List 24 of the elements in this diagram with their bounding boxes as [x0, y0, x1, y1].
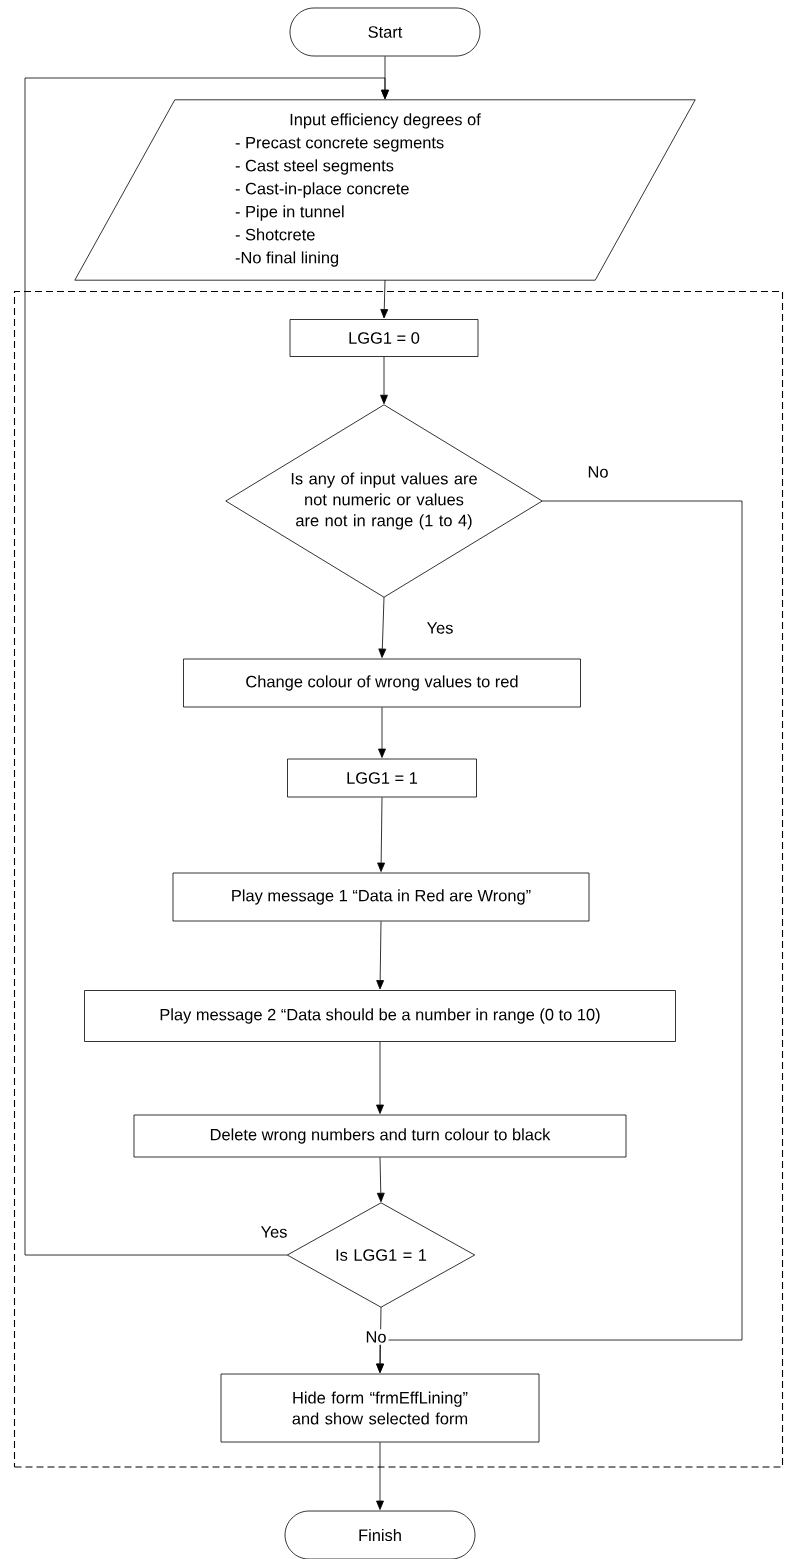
arrow — [376, 1157, 385, 1203]
arrow — [380, 279, 389, 319]
edge-label: No — [585, 464, 611, 480]
arrow — [376, 500, 743, 1373]
edge-label: Yes — [424, 620, 456, 636]
arrow — [24, 77, 389, 1256]
arrow — [376, 921, 385, 990]
arrow — [377, 797, 386, 872]
arrow — [376, 1041, 384, 1114]
input-parallelogram: Input efficiency degrees of - Precast concrete segments - Cast steel segments - Cast-in-place concrete - Pipe in tunnel - Shotcrete -No final lining — [74, 99, 696, 281]
arrow — [378, 596, 387, 658]
arrow — [376, 1442, 384, 1510]
arrow — [378, 707, 386, 758]
process-box: LGG1 = 0 — [289, 319, 479, 357]
process-box: Change colour of wrong values to red — [183, 658, 581, 708]
process-box: Delete wrong numbers and turn colour to black — [133, 1114, 627, 1158]
dashed-frame — [13, 290, 784, 1468]
process-box: Play message 1 “Data in Red are Wrong” — [172, 872, 590, 922]
process-box: LGG1 = 1 — [287, 758, 477, 798]
process-box: Hide form “frmEffLining” and show selected form — [220, 1373, 540, 1443]
arrow — [380, 356, 388, 405]
process-box: Play message 2 “Data should be a number in range (0 to 10) — [84, 990, 676, 1042]
arrow — [376, 1306, 385, 1373]
edge-label: No — [363, 1329, 389, 1345]
